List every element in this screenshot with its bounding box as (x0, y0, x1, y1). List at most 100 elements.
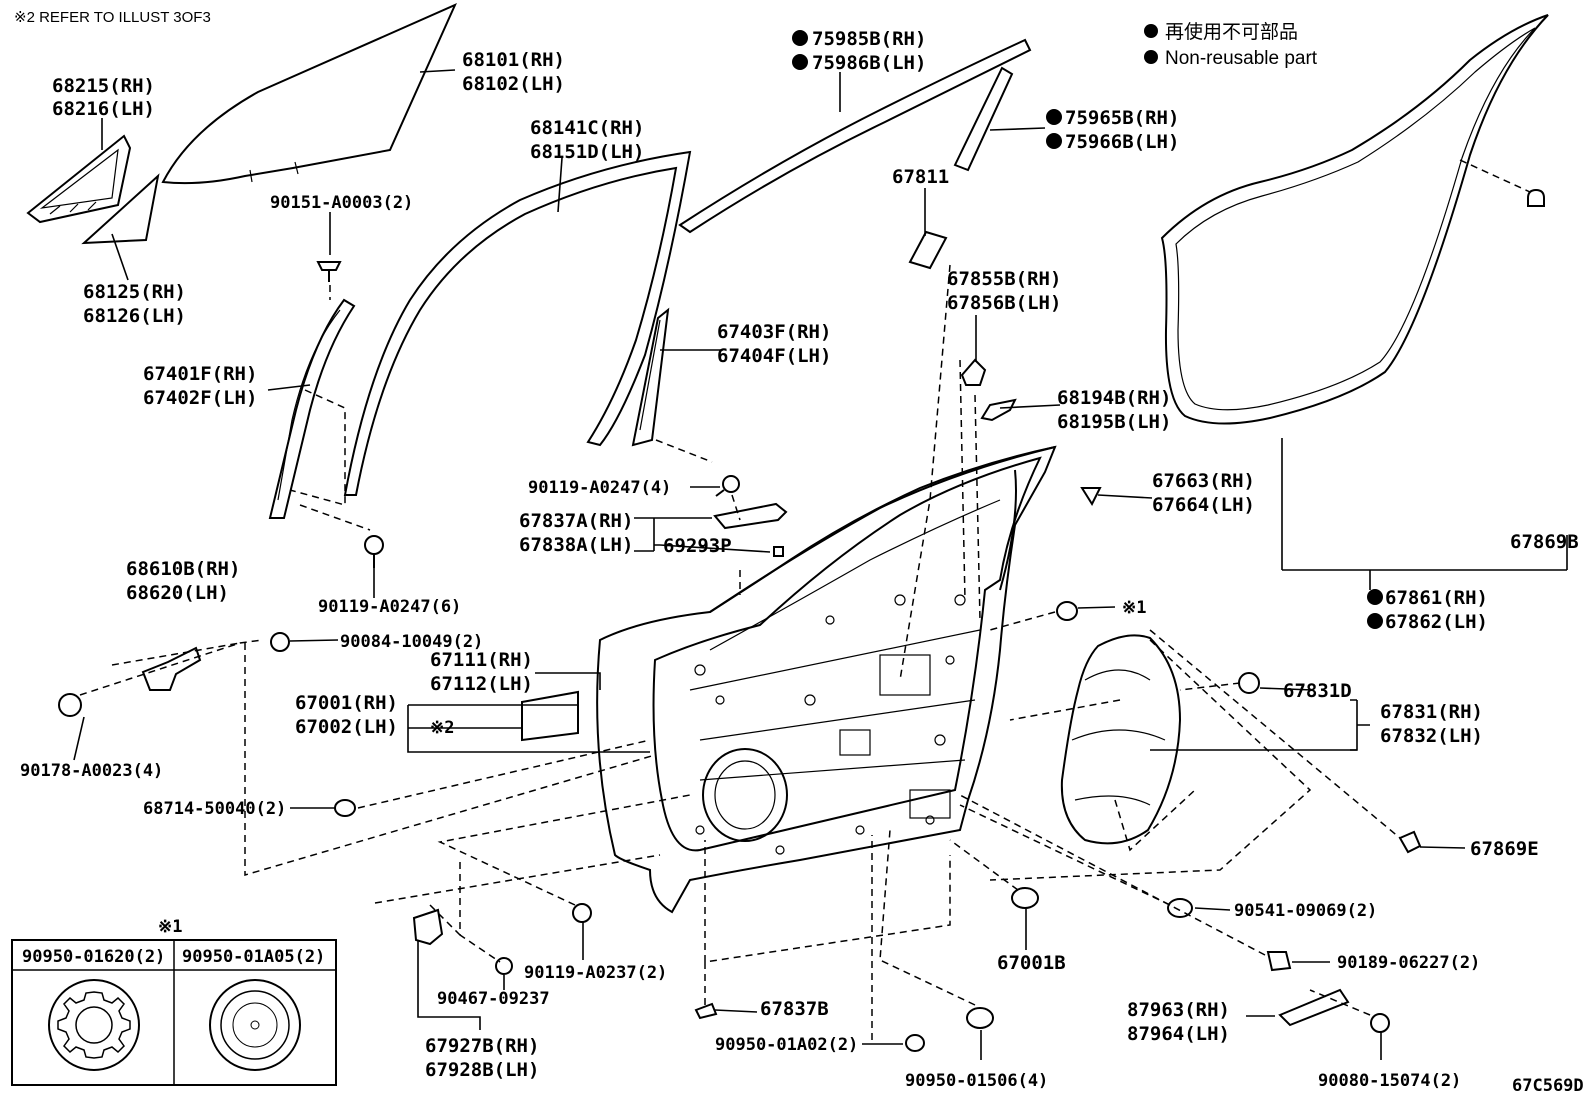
clip-67831d-icon (1238, 672, 1260, 694)
part-label: 67404F(LH) (717, 345, 831, 367)
part-87963-drawing (1278, 988, 1350, 1027)
part-label: 75965B(RH) (1065, 107, 1179, 129)
belt-moulding-75985-drawing (678, 38, 1032, 234)
part-label: 90178-A0023(4) (20, 761, 163, 781)
clip-67869e-icon (1398, 830, 1422, 854)
bolt-icon (715, 475, 740, 497)
clip-90467-icon (495, 957, 513, 975)
part-label: 67001(RH) (295, 692, 398, 714)
plug-round-icon (209, 979, 301, 1071)
plug-67001b-icon (1011, 887, 1039, 909)
part-label: 67401F(RH) (143, 363, 257, 385)
part-label: 90541-09069(2) (1234, 901, 1377, 921)
glass-run-68141-drawing (343, 150, 692, 496)
part-label: 67112(LH) (430, 673, 533, 695)
screw-90151-drawing (316, 261, 342, 282)
part-label: 67111(RH) (430, 649, 533, 671)
part-label: 68194B(RH) (1057, 387, 1171, 409)
part-label: 67927B(RH) (425, 1035, 539, 1057)
legend-japanese: 再使用不可部品 (1165, 21, 1298, 43)
bracket-67927-drawing (412, 908, 444, 946)
clip-69293p-icon (773, 546, 784, 557)
nut-90178-icon (58, 693, 82, 717)
part-label: 75985B(RH) (812, 28, 926, 50)
part-label: 68215(RH) (52, 75, 155, 97)
part-label: 69293P (663, 535, 732, 557)
non-reusable-bullet-icon (792, 30, 808, 46)
part-label: 67837B (760, 998, 829, 1020)
part-label: 67832(LH) (1380, 725, 1483, 747)
part-label: 67837A(RH) (519, 510, 633, 532)
clip-68714-icon (334, 799, 356, 817)
header-note: ※2 REFER TO ILLUST 3OF3 (14, 9, 211, 26)
clip-90189-icon (1266, 951, 1292, 972)
part-label: ※2 (430, 718, 454, 738)
non-reusable-bullet-icon (1367, 613, 1383, 629)
bolt-icon (572, 903, 592, 923)
cover-67663-drawing (1080, 487, 1102, 507)
speaker-opening-drawing (702, 748, 788, 842)
legend: 再使用不可部品 Non-reusable part (1144, 21, 1318, 69)
part-label: 67663(RH) (1152, 470, 1255, 492)
door-glass-68101-drawing (161, 3, 457, 185)
part-label: 87964(LH) (1127, 1023, 1230, 1045)
non-reusable-bullet-icon (1046, 109, 1062, 125)
part-label: 67869B (1510, 531, 1579, 553)
part-label: 68101(RH) (462, 49, 565, 71)
plug-90950-01a02-icon (905, 1034, 925, 1052)
part-label: 87963(RH) (1127, 999, 1230, 1021)
inset-col2-label: 90950-01A05(2) (182, 947, 325, 967)
part-label: 67664(LH) (1152, 494, 1255, 516)
hinge-68610-drawing (141, 646, 202, 691)
part-label: 67831(RH) (1380, 701, 1483, 723)
legend-english: Non-reusable part (1165, 48, 1318, 69)
clip-67837b-icon (694, 1002, 718, 1020)
part-label: 68610B(RH) (126, 558, 240, 580)
part-label: 68714-50040(2) (143, 799, 286, 819)
pad-67811-drawing (908, 230, 948, 270)
door-inner-frame-drawing (652, 456, 1042, 852)
part-label: 67869E (1470, 838, 1539, 860)
part-label: 67861(RH) (1385, 587, 1488, 609)
insulator-pad-drawing (521, 690, 579, 742)
part-label: 67002(LH) (295, 716, 398, 738)
part-label: 67811 (892, 166, 949, 188)
part-label: ※1 (1122, 598, 1146, 618)
part-label: 67856B(LH) (947, 292, 1061, 314)
bolt-icon (270, 632, 290, 652)
clip-icon (1527, 188, 1545, 207)
weatherstrip-67869b-drawing (1160, 14, 1549, 425)
part-label: 90950-01A02(2) (715, 1035, 858, 1055)
part-label: 68102(LH) (462, 73, 565, 95)
part-label: 67928B(LH) (425, 1059, 539, 1081)
part-label: 67001B (997, 952, 1066, 974)
bracket-68194-drawing (980, 398, 1017, 422)
non-reusable-bullet-icon (1046, 133, 1062, 149)
plug-90950-01506-icon (966, 1007, 994, 1029)
non-reusable-bullet-icon (1144, 50, 1158, 64)
part-label: 90467-09237 (437, 989, 550, 1009)
part-label: 90080-15074(2) (1318, 1071, 1461, 1091)
bolt-icon (1370, 1013, 1390, 1033)
part-label: 68195B(LH) (1057, 411, 1171, 433)
part-label: 67838A(LH) (519, 534, 633, 556)
part-label: 67855B(RH) (947, 268, 1061, 290)
leader-lines (73, 69, 1568, 1060)
service-cover-67831-drawing (1060, 634, 1182, 845)
part-label: 68141C(RH) (530, 117, 644, 139)
part-label: 67831D (1283, 680, 1352, 702)
part-label: 90084-10049(2) (340, 632, 483, 652)
inset-table: ※1 90950-01620(2) 90950-01A05(2) (11, 917, 337, 1086)
part-label: 67402F(LH) (143, 387, 257, 409)
part-labels: 68215(RH) 68216(LH) 68125(RH) 68126(LH) … (20, 28, 1584, 1096)
part-label: 90119-A0247(4) (528, 478, 671, 498)
part-label: 75986B(LH) (812, 52, 926, 74)
rear-run-channel-67403-drawing (631, 307, 670, 447)
inset-col1-label: 90950-01620(2) (22, 947, 165, 967)
part-label: 68125(RH) (83, 281, 186, 303)
corner-piece-68215-drawing (26, 134, 132, 224)
non-reusable-bullet-icon (1144, 24, 1158, 38)
door-outer-panel-drawing (596, 445, 1057, 914)
part-label: 90189-06227(2) (1337, 953, 1480, 973)
pillar-garnish-75965-drawing (953, 66, 1014, 172)
